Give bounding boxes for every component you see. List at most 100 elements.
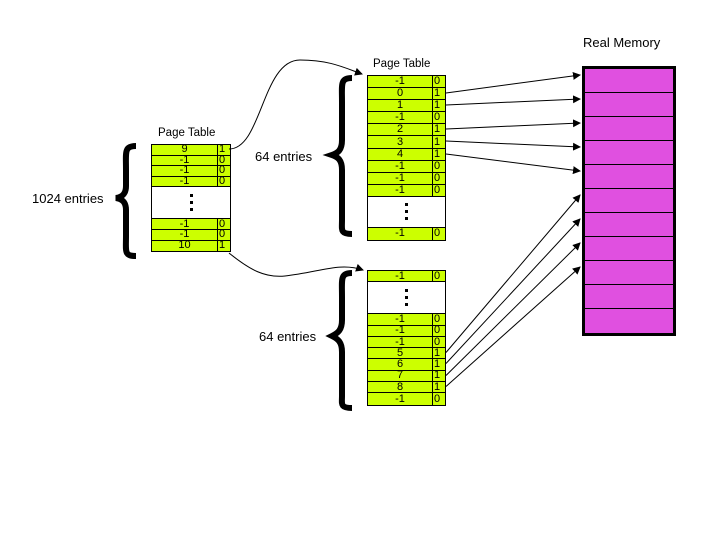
frame-pointer-arrow: [445, 153, 581, 175]
frame-number: -1: [368, 184, 433, 196]
frame-pointer-arrow: [445, 95, 581, 106]
frame-number: 0: [368, 88, 433, 100]
valid-bit: 0: [219, 164, 226, 177]
ellipsis-gap: [152, 187, 230, 220]
memory-frame: [585, 237, 673, 261]
frame-number: -1: [368, 160, 433, 172]
valid-bit: 0: [219, 217, 226, 230]
frame-number: 9: [152, 144, 218, 155]
memory-frame: [585, 141, 673, 165]
valid-bit: 0: [434, 159, 441, 172]
valid-bit: 0: [434, 111, 441, 124]
outer-page-table-title: Page Table: [158, 127, 216, 139]
frame-pointer-arrow: [445, 194, 581, 353]
frame-number: -1: [368, 325, 433, 336]
inner-a-brace: [322, 75, 353, 237]
ellipsis-dot: [405, 210, 408, 214]
frame-number: -1: [152, 176, 218, 187]
frame-number: -1: [368, 76, 433, 88]
valid-bit: 1: [434, 346, 441, 359]
frame-number: 2: [368, 124, 433, 136]
real-memory-block: [582, 66, 676, 336]
valid-bit: 1: [434, 135, 441, 148]
ellipsis-dot: [189, 201, 193, 205]
valid-bit: 1: [434, 87, 441, 100]
frame-pointer-arrow: [445, 119, 581, 130]
valid-bit: 0: [434, 75, 441, 88]
valid-bit: 1: [434, 358, 441, 371]
ellipsis-gap: [368, 282, 445, 315]
valid-bit: 0: [434, 269, 441, 282]
frame-pointer-arrow: [445, 71, 581, 94]
ellipsis-dot: [405, 289, 408, 293]
valid-bit: 1: [434, 147, 441, 160]
inner-b-brace: [325, 270, 353, 411]
valid-bit: 0: [219, 153, 226, 166]
frame-number: 8: [368, 381, 433, 392]
frame-number: -1: [152, 155, 218, 166]
valid-bit: 0: [434, 171, 441, 184]
frame-number: 1: [368, 100, 433, 112]
inner-b-entries-label: 64 entries: [259, 329, 317, 344]
valid-bit: 0: [434, 227, 441, 240]
memory-frame: [585, 189, 673, 213]
memory-frame: [585, 117, 673, 141]
memory-frame: [585, 285, 673, 309]
frame-pointer-arrow: [445, 242, 581, 376]
frame-number: -1: [368, 336, 433, 347]
frame-number: -1: [152, 218, 218, 229]
frame-number: -1: [368, 270, 433, 281]
frame-number: -1: [368, 313, 433, 325]
frame-number: -1: [368, 172, 433, 184]
valid-bit: 0: [434, 183, 441, 196]
valid-bit: 1: [434, 369, 441, 382]
frame-number: -1: [152, 229, 218, 240]
outer-brace: [115, 143, 137, 259]
ellipsis-dot: [405, 203, 408, 207]
ellipsis-dot: [189, 194, 193, 198]
valid-bit: 1: [434, 380, 441, 393]
memory-frame: [585, 309, 673, 333]
valid-bit: 1: [434, 123, 441, 136]
memory-frame: [585, 165, 673, 189]
frame-pointer-arrow: [445, 266, 581, 387]
frame-number: 5: [368, 347, 433, 359]
frame-pointer-arrow: [445, 140, 581, 151]
valid-bit: 0: [434, 324, 441, 337]
memory-frame: [585, 261, 673, 285]
valid-bit: 1: [434, 99, 441, 112]
memory-frame: [585, 69, 673, 93]
memory-frame: [585, 213, 673, 237]
valid-bit: 0: [434, 335, 441, 348]
